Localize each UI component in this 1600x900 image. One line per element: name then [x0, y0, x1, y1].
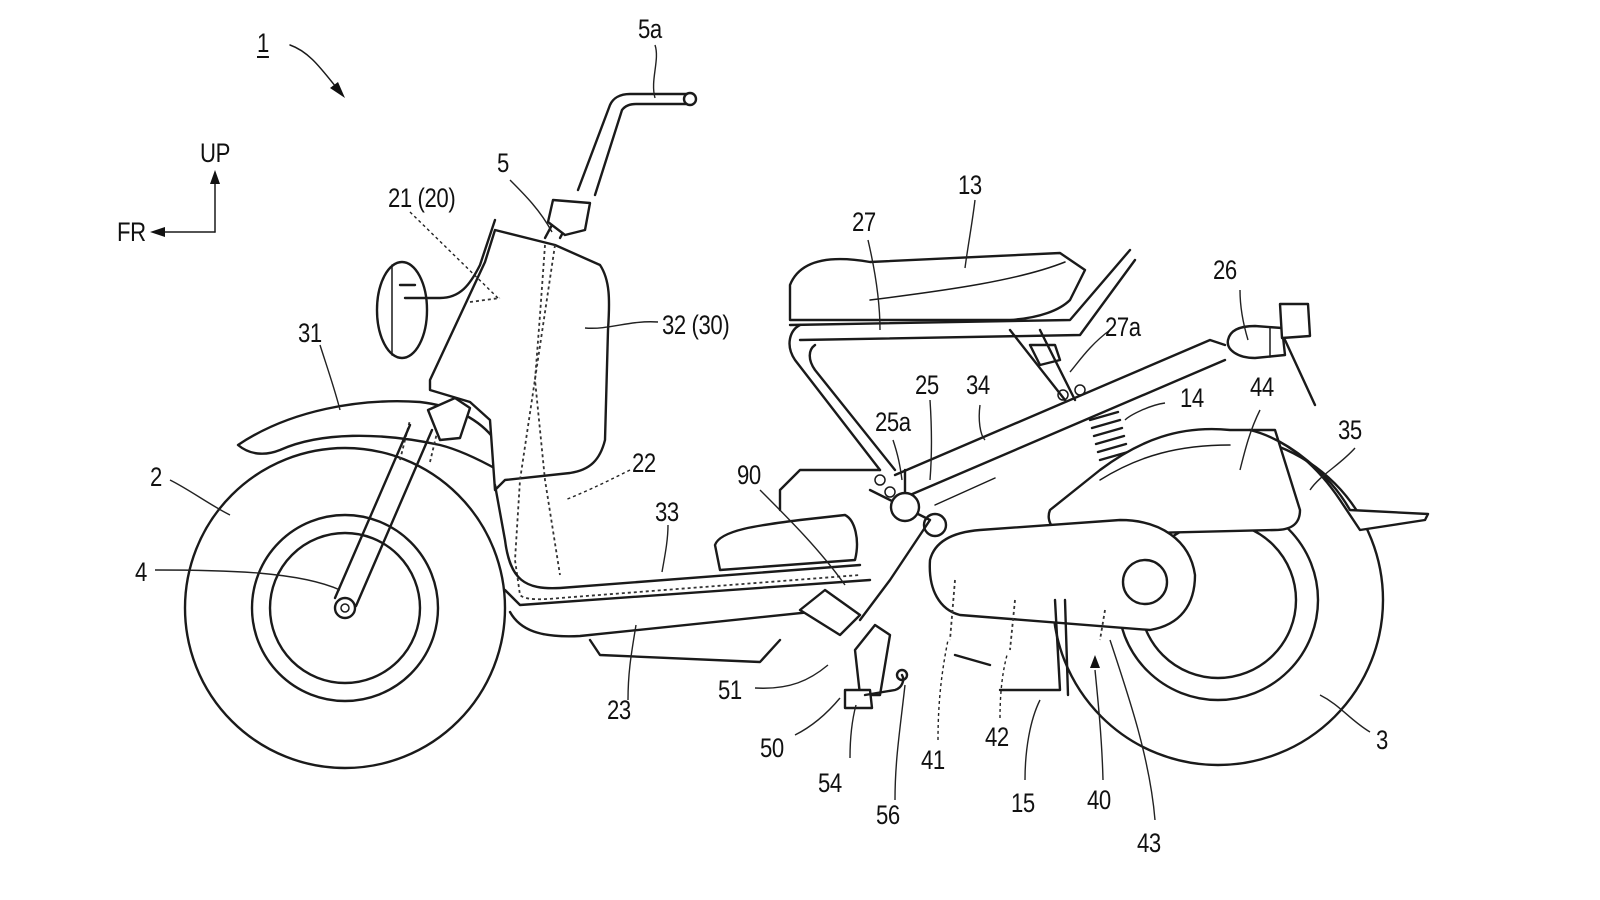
label-13-seat: 13 — [958, 170, 982, 200]
head-pipe-hidden — [469, 244, 861, 601]
seat — [788, 251, 1087, 322]
front-fork — [333, 396, 472, 608]
label-3-rear-wheel: 3 — [1376, 725, 1388, 755]
rear-shock-spring — [1088, 410, 1130, 462]
center-box — [713, 513, 859, 572]
seat-frame — [788, 248, 1137, 472]
side-cover — [1047, 427, 1302, 537]
label-54: 54 — [818, 768, 842, 798]
label-34: 34 — [966, 370, 990, 400]
label-51: 51 — [718, 675, 742, 705]
front-wheel — [183, 446, 507, 770]
headlight — [375, 218, 497, 360]
label-14-shock: 14 — [1180, 383, 1204, 413]
label-27-seat-frame: 27 — [852, 207, 876, 237]
label-23-under-frame: 23 — [607, 695, 631, 725]
label-33-floor: 33 — [655, 497, 679, 527]
label-21-head-pipe: 21 (20) — [388, 183, 456, 213]
main-frame — [858, 338, 1227, 622]
label-90: 90 — [737, 460, 761, 490]
handlebar — [543, 91, 698, 240]
rear-fender — [1248, 428, 1430, 532]
engine-case — [928, 518, 1197, 632]
leader-lines — [154, 44, 1371, 821]
label-15: 15 — [1011, 788, 1035, 818]
pivot-marker-40 — [1090, 655, 1100, 668]
label-44-side-cover: 44 — [1250, 372, 1274, 402]
label-35-rear-fender: 35 — [1338, 415, 1362, 445]
figure-reference-arrow — [289, 44, 341, 93]
label-32-front-cover: 32 (30) — [662, 310, 730, 340]
label-22-down-tube: 22 — [632, 448, 656, 478]
floor-frame — [493, 483, 872, 664]
orientation-up-label: UP — [200, 138, 230, 168]
label-42: 42 — [985, 722, 1009, 752]
label-25a: 25a — [875, 407, 911, 437]
figure-reference-arrowhead — [330, 82, 345, 98]
label-40-engine: 40 — [1087, 785, 1111, 815]
label-41: 41 — [921, 745, 945, 775]
label-43: 43 — [1137, 828, 1161, 858]
label-27a: 27a — [1105, 312, 1141, 342]
front-cover — [428, 228, 611, 492]
tail-light — [1226, 302, 1317, 407]
orientation-front-label: FR — [117, 217, 146, 247]
tank-box — [778, 468, 882, 512]
label-5a-handlebar: 5a — [638, 14, 662, 44]
label-25: 25 — [915, 370, 939, 400]
label-5-steering: 5 — [497, 148, 509, 178]
label-4-axle: 4 — [135, 557, 147, 587]
label-56: 56 — [876, 800, 900, 830]
label-50-main-stand: 50 — [760, 733, 784, 763]
label-2-front-wheel: 2 — [150, 462, 162, 492]
label-31-front-fender: 31 — [298, 318, 322, 348]
stand-spring — [953, 653, 992, 667]
main-stand — [798, 588, 909, 710]
orientation-indicator — [150, 170, 220, 237]
label-26-tail-light: 26 — [1213, 255, 1237, 285]
figure-number-label: 1 — [257, 28, 269, 58]
pulley-cover — [1121, 558, 1169, 606]
stand-pipe-15 — [998, 598, 1070, 697]
